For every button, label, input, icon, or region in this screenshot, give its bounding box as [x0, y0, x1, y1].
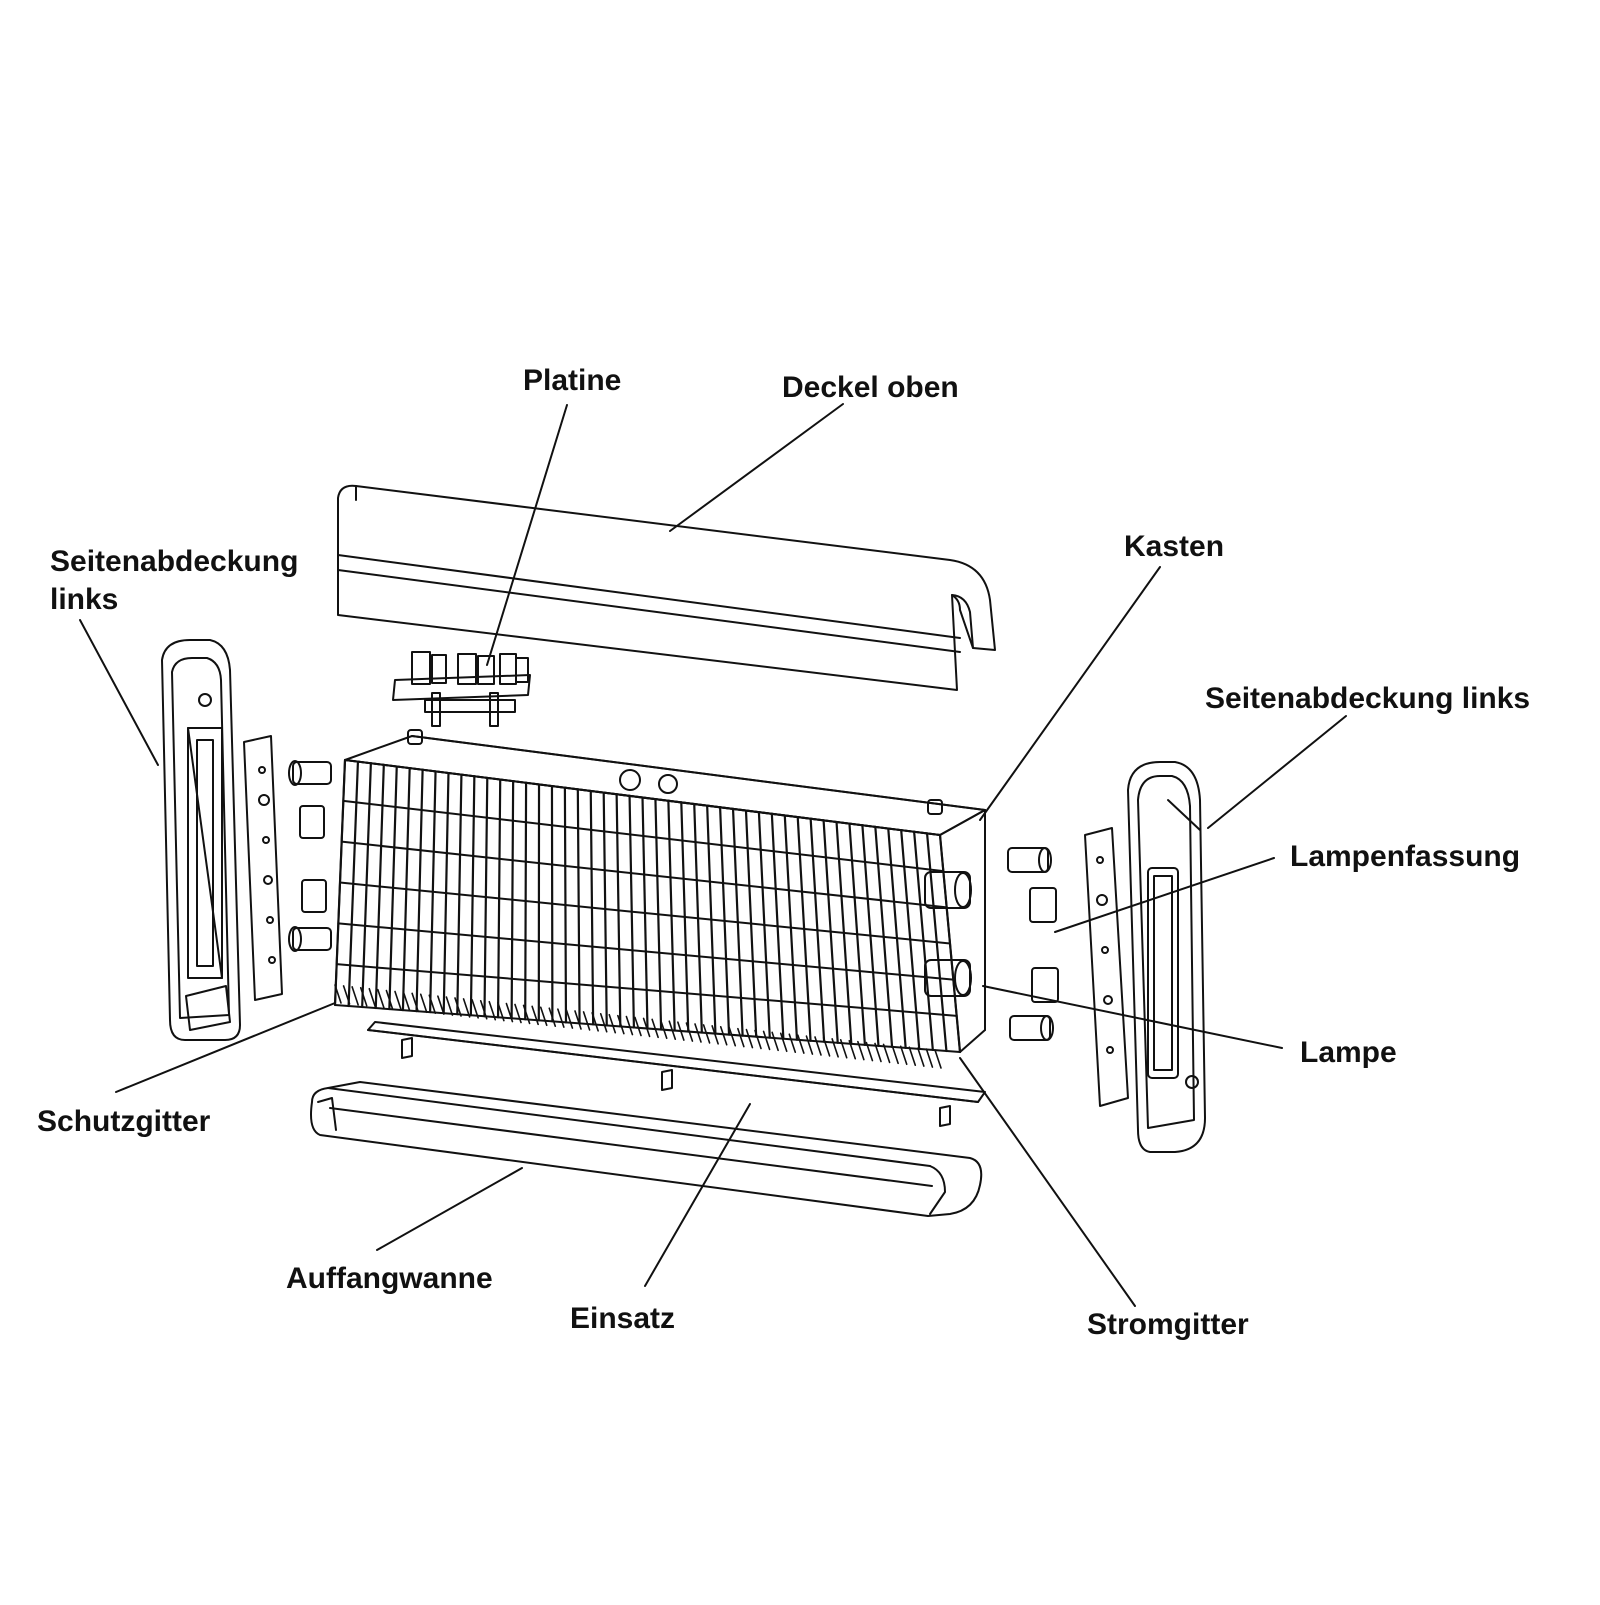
- grid-wire: [909, 1047, 915, 1065]
- grid-wire: [626, 1017, 632, 1035]
- grid-wire: [421, 994, 427, 1012]
- grid-wire: [566, 1010, 572, 1028]
- grid-wire: [541, 1007, 547, 1025]
- grid-wire: [772, 1032, 778, 1050]
- label-kasten: Kasten: [1124, 528, 1224, 566]
- label-platine: Platine: [523, 362, 621, 400]
- grid-wire: [446, 997, 452, 1015]
- grid-wire: [755, 1031, 761, 1049]
- grid-wire: [395, 992, 401, 1010]
- grid-wire: [729, 1028, 735, 1046]
- grid-wire: [369, 989, 375, 1007]
- label-seitenabdeckung-line1: Seitenabdeckung: [50, 543, 298, 581]
- collection-tray-part: [311, 1082, 981, 1216]
- grid-wire: [815, 1037, 821, 1055]
- grid-wire: [721, 1027, 727, 1045]
- grid-wire: [635, 1018, 641, 1036]
- grid-wire: [404, 992, 410, 1010]
- label-auffangwanne: Auffangwanne: [286, 1260, 493, 1298]
- grid-wire: [935, 1050, 941, 1068]
- label-seitenabdeckung-line2: links: [50, 581, 298, 619]
- right-end-plate-part: [1085, 828, 1128, 1106]
- label-lampe: Lampe: [1300, 1034, 1397, 1072]
- grid-wire: [798, 1035, 804, 1053]
- grid-wire: [378, 990, 384, 1008]
- label-deckel-oben: Deckel oben: [782, 369, 959, 407]
- grid-wire: [918, 1048, 924, 1066]
- circuit-board-part: [393, 652, 530, 726]
- label-stromgitter: Stromgitter: [1087, 1306, 1249, 1344]
- grid-wire: [532, 1006, 538, 1024]
- grid-wire: [746, 1030, 752, 1048]
- label-seitenabdeckung-links-left: Seitenabdeckung links: [50, 543, 298, 618]
- label-schutzgitter: Schutzgitter: [37, 1103, 210, 1141]
- grid-wire: [584, 1012, 590, 1030]
- top-cover-part: [338, 486, 995, 690]
- power-grid-wires: [335, 760, 960, 1068]
- grid-wire: [926, 1049, 932, 1067]
- grid-wire: [352, 987, 358, 1005]
- left-lamp-holders-part: [289, 761, 331, 951]
- label-einsatz: Einsatz: [570, 1300, 675, 1338]
- right-lamp-holders-part: [1008, 848, 1058, 1040]
- grid-wire: [609, 1015, 615, 1033]
- grid-wire: [515, 1005, 521, 1023]
- label-lampenfassung: Lampenfassung: [1290, 838, 1520, 876]
- grid-wire: [558, 1009, 564, 1027]
- label-seitenabdeckung-links-right: Seitenabdeckung links: [1205, 680, 1530, 718]
- left-end-plate-part: [244, 736, 282, 1000]
- left-side-cover-part: [162, 640, 240, 1040]
- grid-wire: [789, 1034, 795, 1052]
- grid-wire: [824, 1038, 830, 1056]
- right-side-cover-part: [1128, 762, 1205, 1152]
